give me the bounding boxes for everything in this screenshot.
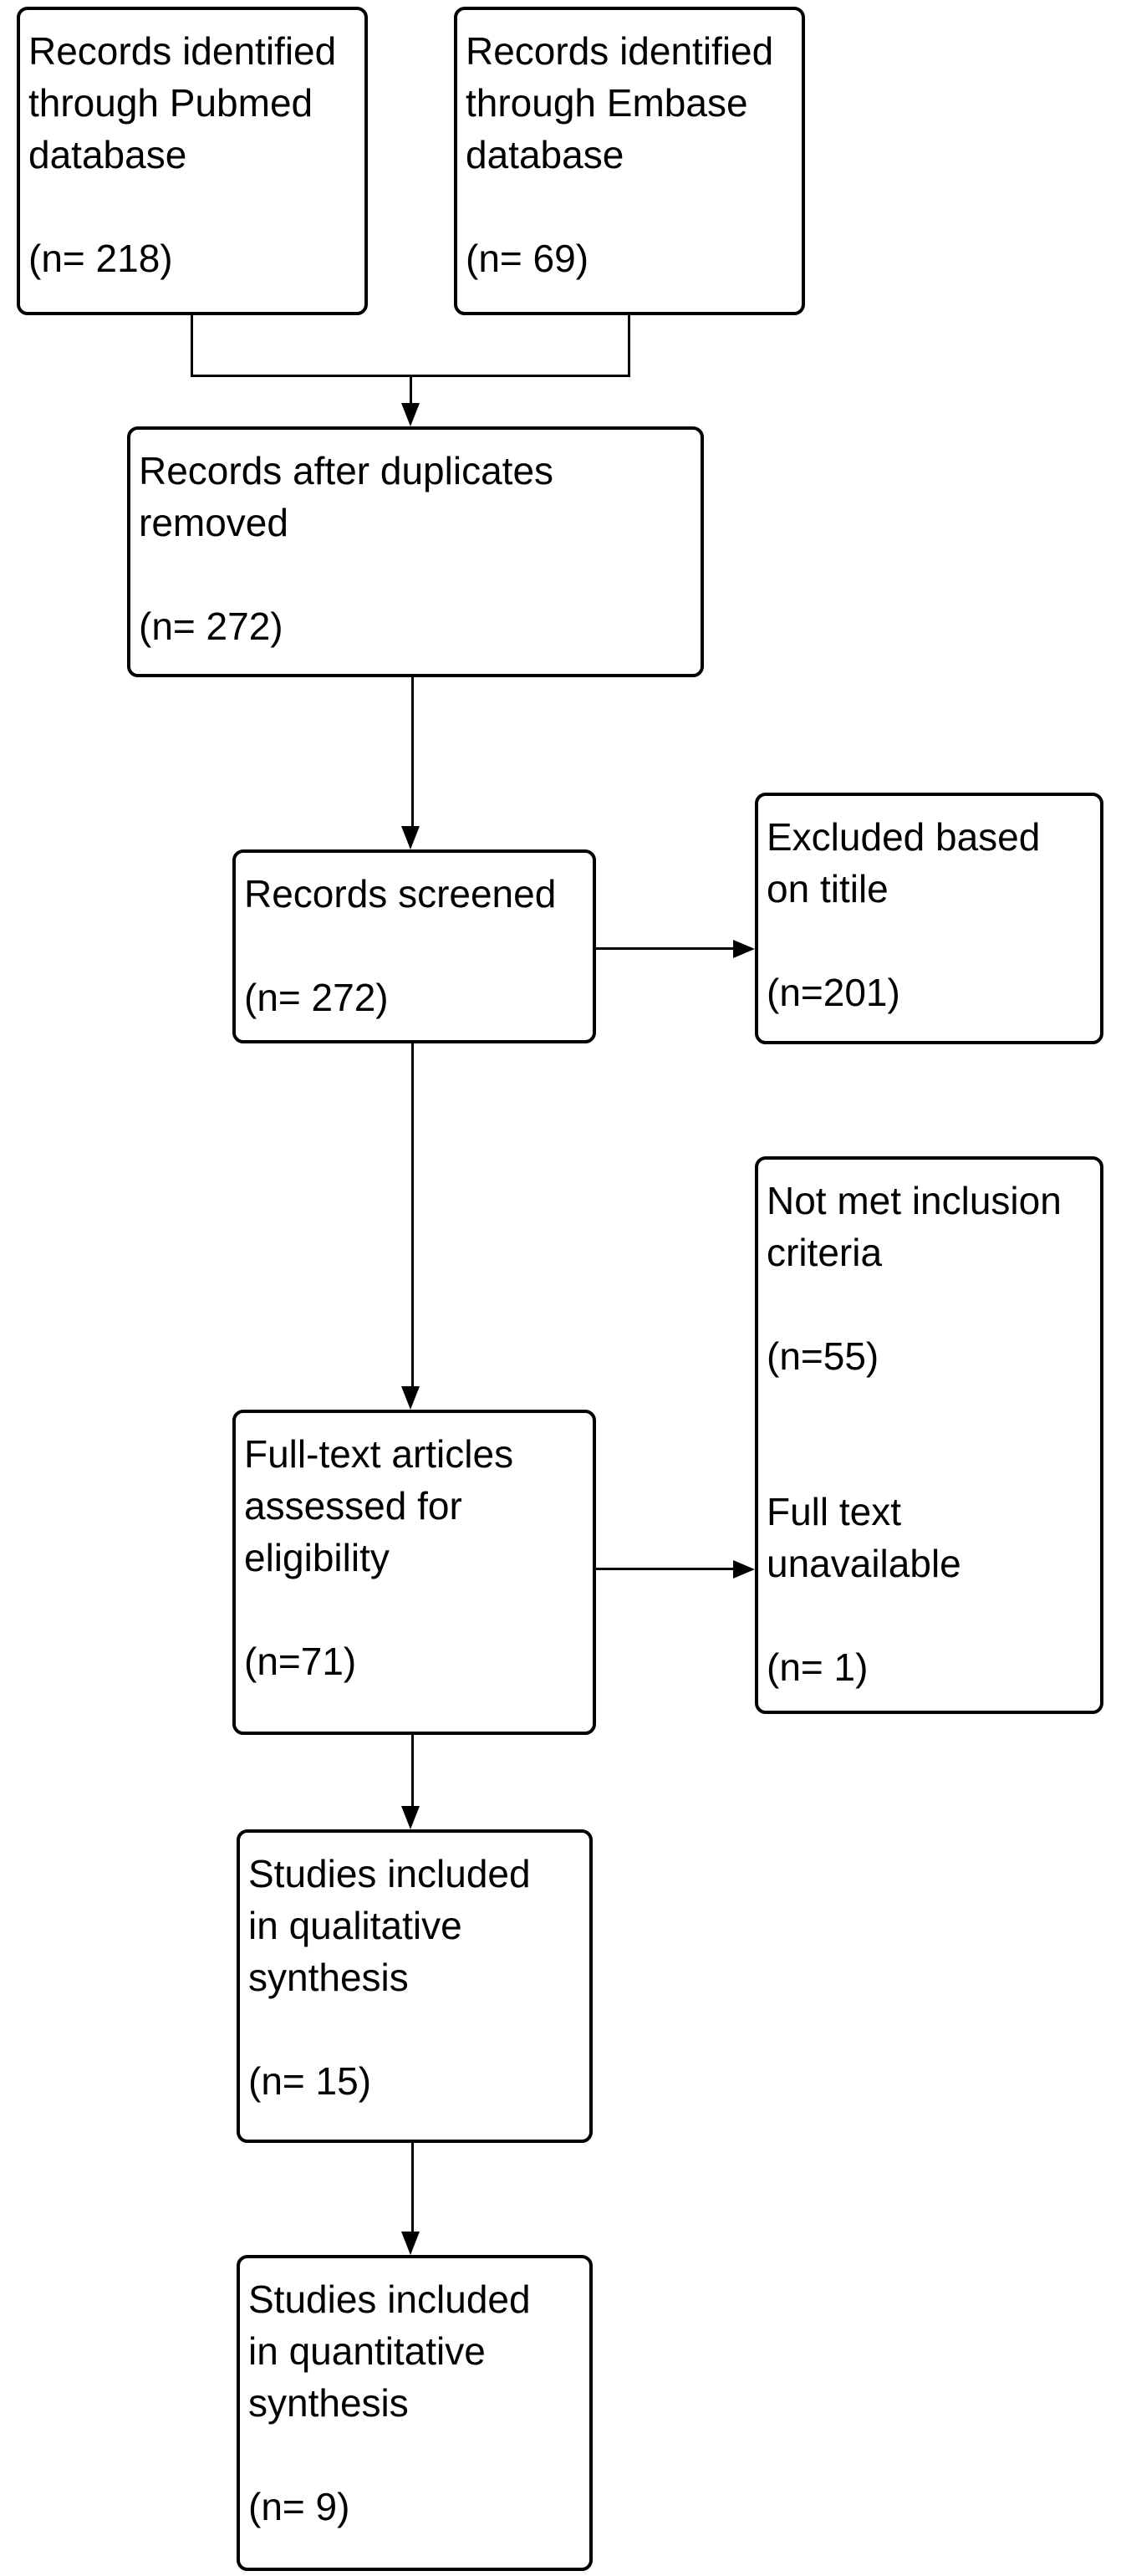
box-line: Records screened <box>244 872 557 916</box>
box-line: eligibility <box>244 1536 390 1579</box>
box-line: Full text <box>767 1490 902 1533</box>
connector-screened-to-excluded <box>596 947 735 950</box>
box-line <box>767 1278 1095 1330</box>
box-duplicates-removed: Records after duplicates removed (n= 272… <box>127 426 704 677</box>
box-line <box>244 1584 588 1635</box>
arrowhead-to-qualitative-icon <box>401 1806 420 1829</box>
box-line <box>28 181 359 232</box>
box-line: Full-text articles <box>244 1432 514 1476</box>
box-line <box>767 1382 1095 1434</box>
connector-pubmed-down <box>191 315 193 377</box>
box-count: (n= 69) <box>466 237 589 280</box>
box-line: synthesis <box>248 2381 409 2425</box>
connector-fulltext-to-excluded <box>596 1568 735 1570</box>
box-count: (n= 218) <box>28 237 173 280</box>
arrowhead-to-quantitative-icon <box>401 2232 420 2255</box>
box-records-screened: Records screened (n= 272) <box>232 849 596 1043</box>
box-count: (n= 1) <box>767 1645 869 1689</box>
box-line: Records identified <box>28 29 337 73</box>
box-count: (n= 15) <box>248 2059 372 2103</box>
box-line: database <box>466 133 624 176</box>
box-line: unavailable <box>767 1542 961 1585</box>
box-line <box>244 920 588 972</box>
connector-embase-down <box>628 315 630 377</box>
box-line <box>767 1589 1095 1641</box>
connector-screened-to-fulltext <box>411 1043 414 1388</box>
box-count: (n=55) <box>767 1334 879 1378</box>
box-line: Studies included <box>248 1852 531 1895</box>
box-line: Not met inclusion <box>767 1179 1062 1222</box>
box-line <box>767 915 1095 967</box>
box-line <box>139 548 696 600</box>
box-excluded-on-title: Excluded based on titile (n=201) <box>755 793 1103 1044</box>
box-fulltext-assessed: Full-text articles assessed for eligibil… <box>232 1410 596 1735</box>
box-line: synthesis <box>248 1956 409 1999</box>
box-qualitative-synthesis: Studies included in qualitative synthesi… <box>237 1829 593 2143</box>
box-line <box>248 2003 584 2055</box>
box-line: in qualitative <box>248 1904 462 1947</box>
box-line <box>466 181 797 232</box>
box-line: in quantitative <box>248 2329 486 2373</box>
connector-merge-down <box>410 375 412 405</box>
box-count: (n= 272) <box>139 604 283 648</box>
box-line: assessed for <box>244 1484 462 1528</box>
box-line: Records after duplicates <box>139 449 554 492</box>
box-records-pubmed: Records identified through Pubmed databa… <box>17 7 368 315</box>
arrowhead-to-fulltext-icon <box>401 1386 420 1410</box>
box-line: Records identified <box>466 29 774 73</box>
box-quantitative-synthesis: Studies included in quantitative synthes… <box>237 2255 593 2571</box>
box-line: criteria <box>767 1231 883 1274</box>
box-line: removed <box>139 501 288 544</box>
box-line: through Embase <box>466 81 748 125</box>
box-line <box>248 2429 584 2481</box>
box-count: (n=201) <box>767 971 900 1014</box>
box-line: on titile <box>767 867 889 911</box>
box-fulltext-excluded: Not met inclusion criteria (n=55) Full t… <box>755 1156 1103 1714</box>
box-count: (n=71) <box>244 1640 357 1683</box>
arrowhead-to-duplicates-icon <box>401 403 420 426</box>
box-count: (n= 272) <box>244 976 389 1019</box>
arrowhead-to-excluded-title-icon <box>733 940 755 958</box>
arrowhead-to-screened-icon <box>401 826 420 849</box>
box-count: (n= 9) <box>248 2485 350 2528</box>
connector-fulltext-to-qualitative <box>411 1735 414 1808</box>
arrowhead-to-fulltext-excluded-icon <box>733 1560 755 1579</box>
connector-duplicates-to-screened <box>411 677 414 828</box>
connector-qualitative-to-quantitative <box>411 2143 414 2233</box>
box-line: Excluded based <box>767 815 1041 859</box>
box-line: through Pubmed <box>28 81 313 125</box>
box-line <box>767 1434 1095 1486</box>
box-line: Studies included <box>248 2278 531 2321</box>
box-records-embase: Records identified through Embase databa… <box>454 7 805 315</box>
box-line: database <box>28 133 187 176</box>
